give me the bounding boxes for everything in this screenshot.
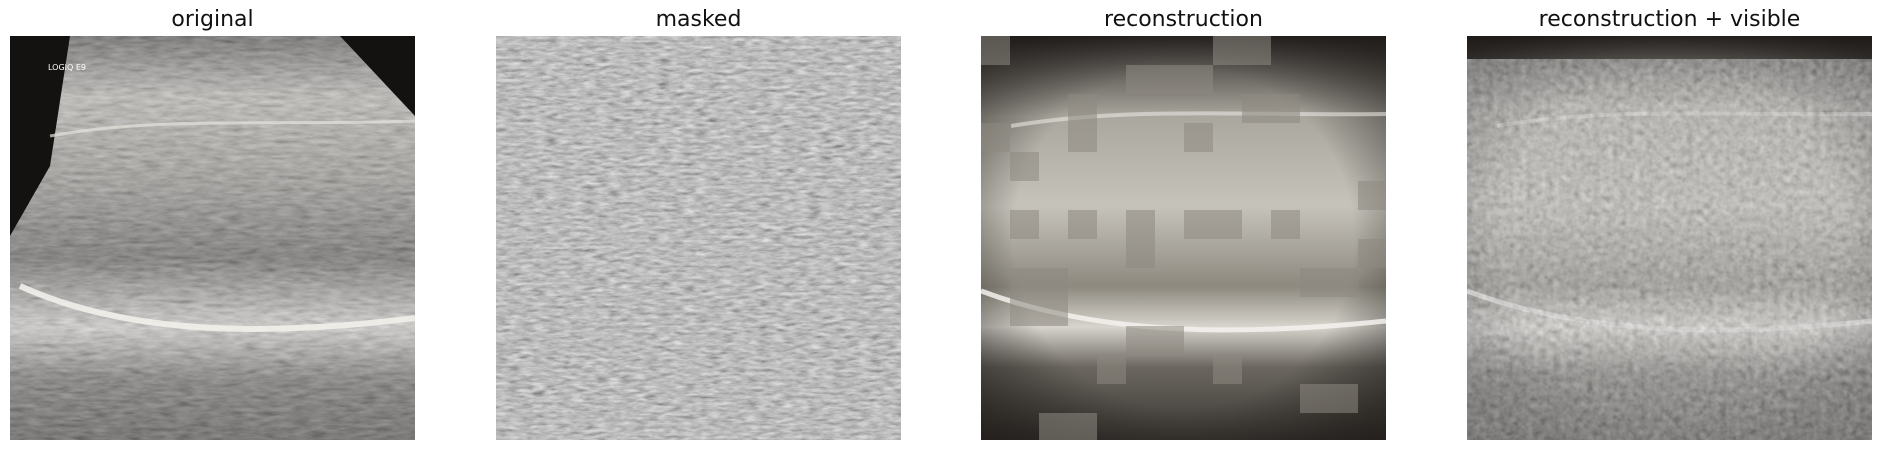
original-image: LOGIQ E9 — [10, 36, 415, 440]
panel-title: masked — [655, 7, 742, 32]
panel-original: original — [10, 0, 415, 450]
panel-masked: masked — [496, 0, 901, 450]
reconstruction-visible-image — [1467, 36, 1872, 440]
panel-reconstruction-visible: reconstruction + visible — [1467, 0, 1872, 450]
panel-title: reconstruction + visible — [1538, 7, 1801, 32]
panel-title: original — [171, 7, 254, 32]
panel-title: reconstruction — [1104, 7, 1263, 32]
device-label: LOGIQ E9 — [48, 63, 86, 72]
masked-image — [496, 36, 901, 440]
panel-reconstruction: reconstruction — [981, 0, 1386, 450]
reconstruction-image — [981, 36, 1386, 440]
